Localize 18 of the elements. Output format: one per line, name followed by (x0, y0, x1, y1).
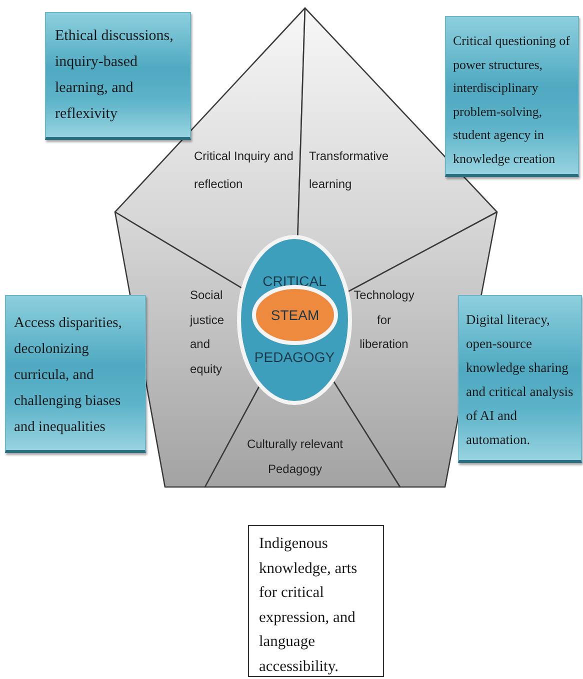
description-box (248, 525, 384, 677)
center-label: STEAM (270, 306, 320, 325)
box-text: Access disparities, decolonizing curricula, and challenging biases and inequalities (14, 314, 123, 437)
description-box (458, 295, 582, 463)
segment-label: Critical Inquiry and reflection (194, 148, 294, 193)
circle-label: CRITICAL (262, 272, 328, 291)
box-text: Digital literacy, open-source knowledge sharing and critical analysis of AI and automation. (466, 311, 574, 449)
description-box (45, 12, 191, 140)
description-box (5, 295, 146, 453)
box-text: Critical questioning of power structures, interdisciplinary problem-solving, student agency in knowledge creation (453, 32, 571, 168)
segment-label: Social justice and equity (190, 287, 226, 378)
description-box (445, 16, 579, 177)
segment-label: Technology for liberation (352, 287, 416, 353)
box-text: Indigenous knowledge, arts for critical expression, and language accessibility. (259, 534, 358, 676)
segment-label: Transformative learning (309, 148, 390, 193)
segment-label: Culturally relevant Pedagogy (246, 436, 344, 478)
circle-label: PEDAGOGY (253, 348, 336, 367)
box-text: Ethical discussions, inquiry-based learning, and reflexivity (55, 27, 174, 124)
